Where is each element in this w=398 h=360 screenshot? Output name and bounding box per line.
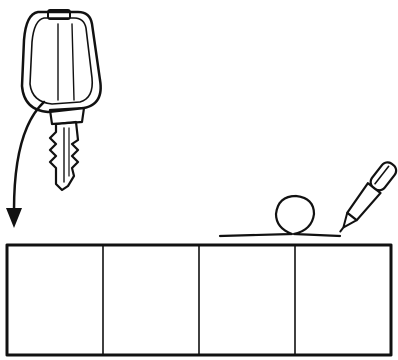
grid-table [7, 245, 391, 355]
signature-loop [220, 196, 340, 236]
arrow-icon [6, 102, 44, 228]
key-icon [22, 10, 101, 190]
pen-icon [334, 160, 398, 237]
